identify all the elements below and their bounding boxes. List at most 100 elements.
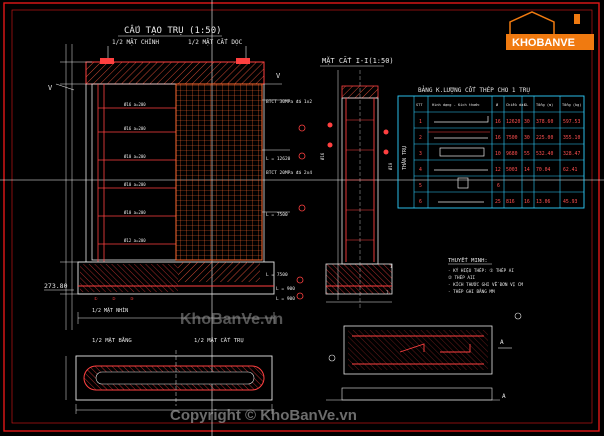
callout-length-1: L = 7500 xyxy=(266,212,288,218)
svg-text:45.93: 45.93 xyxy=(563,199,578,205)
svg-text:3: 3 xyxy=(419,151,422,157)
svg-text:62.41: 62.41 xyxy=(563,167,578,173)
svg-text:I: I xyxy=(386,290,389,295)
svg-text:1: 1 xyxy=(419,119,422,125)
callout-concrete-top: BTCT 30MPa đá 1x2 xyxy=(266,98,312,105)
svg-text:Ø16: Ø16 xyxy=(320,152,325,160)
section-i-i: MẶT CẮT I-I(1:50) Ø16 Ø10 xyxy=(320,56,394,310)
logo-badge xyxy=(506,34,594,50)
svg-text:Ø10 a=200: Ø10 a=200 xyxy=(124,182,146,187)
th-qty: SL xyxy=(524,103,528,107)
watermark-logo: KHOBANVE xyxy=(506,11,594,50)
svg-text:③: ③ xyxy=(130,296,134,301)
svg-text:25: 25 xyxy=(495,199,501,205)
section-mark-a-right: A xyxy=(500,339,504,346)
table-title: BẢNG K.LƯỢNG CỐT THÉP CHO 1 TRỤ xyxy=(418,86,530,94)
svg-text:14: 14 xyxy=(524,167,530,173)
table-row: 3 10 9680 55 532.40 328.47 xyxy=(419,151,580,157)
svg-text:Ø12 a=200: Ø12 a=200 xyxy=(124,238,146,243)
table-rows: 1 16 12620 30 378.60 597.53 2 16 7500 30… xyxy=(419,119,580,205)
elevation-label: 273.80 xyxy=(44,282,68,290)
svg-text:816: 816 xyxy=(506,199,515,205)
plan-views: 1/2 MẶT BẰNG 1/2 MẶT CẮT TRỤ 1/2 MẶT NHÌ… xyxy=(65,307,273,414)
svg-text:532.40: 532.40 xyxy=(536,151,553,157)
svg-text:Ø16 a=200: Ø16 a=200 xyxy=(124,102,146,107)
svg-text:Ø16 a=200: Ø16 a=200 xyxy=(124,126,146,131)
svg-text:16: 16 xyxy=(495,135,501,141)
svg-text:I: I xyxy=(390,264,393,269)
callout-length-5: L = 900 xyxy=(276,296,295,302)
watermark-bottom: Copyright © KhoBanVe.vn xyxy=(170,407,357,424)
svg-text:13.06: 13.06 xyxy=(536,199,551,205)
th-shape: Hình dạng - Kích thước xyxy=(432,103,480,107)
svg-text:16: 16 xyxy=(495,119,501,125)
section-mark-a-bottom: A xyxy=(502,393,506,400)
pier-body-left xyxy=(91,83,177,261)
pier-elevation: CẤU TẠO TRỤ (1:50) 1/2 MẶT CHÍNH 1/2 MẶT… xyxy=(44,24,312,330)
table-row: 4 12 5003 14 70.04 62.41 xyxy=(419,167,578,173)
svg-text:Ø10 a=200: Ø10 a=200 xyxy=(124,154,146,159)
logo-text: KHOBANVE xyxy=(512,37,575,49)
section-title: MẶT CẮT I-I(1:50) xyxy=(322,56,394,65)
table-row: 2 16 7500 30 225.00 355.10 xyxy=(419,135,580,141)
svg-text:225.00: 225.00 xyxy=(536,135,553,141)
callout-concrete-mid: BTCT 20MPa đá 2x4 xyxy=(266,169,312,176)
bottom-left-label: 1/2 MẶT NHÌN xyxy=(92,307,128,314)
svg-text:16: 16 xyxy=(524,199,530,205)
svg-text:5: 5 xyxy=(419,183,422,189)
th-dia: Ø xyxy=(496,102,499,107)
svg-text:55: 55 xyxy=(524,151,530,157)
notes-line: ② THÉP AII xyxy=(448,273,476,281)
svg-text:Ø10 a=200: Ø10 a=200 xyxy=(124,210,146,215)
section-mark-v-left: V xyxy=(48,84,53,92)
svg-text:6: 6 xyxy=(497,183,500,189)
svg-text:10: 10 xyxy=(495,151,501,157)
svg-text:355.10: 355.10 xyxy=(563,135,580,141)
table-row: 5 6 xyxy=(419,183,500,189)
th-length: Chiều dài xyxy=(506,103,525,107)
svg-text:12: 12 xyxy=(495,167,501,173)
svg-text:7500: 7500 xyxy=(506,135,518,141)
notes-title: THUYẾT MINH: xyxy=(448,256,488,264)
callout-length-4: L = 900 xyxy=(276,286,295,292)
th-stt: STT xyxy=(416,103,423,107)
watermark-mid: KhoBanVe.vn xyxy=(180,311,283,328)
svg-text:②: ② xyxy=(112,296,116,301)
plan-label-right: 1/2 MẶT CẮT TRỤ xyxy=(194,337,244,344)
notes-line: - KÍCH THƯỚC GHI VỀ ĐƠN VỊ CM xyxy=(448,280,523,288)
plan-label-left: 1/2 MẶT BẰNG xyxy=(92,336,132,344)
label-mat-chinh: 1/2 MẶT CHÍNH xyxy=(112,38,159,46)
svg-text:378.60: 378.60 xyxy=(536,119,553,125)
svg-text:Ø10: Ø10 xyxy=(388,162,393,170)
notes-line: - THÉP GHI BẰNG MM xyxy=(448,287,495,295)
table-row: 6 25 816 16 13.06 45.93 xyxy=(419,199,578,205)
plan-outline xyxy=(75,355,273,401)
svg-text:①: ① xyxy=(94,296,98,301)
notes-line: - KÝ HIỆU THÉP: ① THÉP AI xyxy=(448,266,514,274)
svg-text:4: 4 xyxy=(419,167,422,173)
svg-text:30: 30 xyxy=(524,135,530,141)
pier-footing xyxy=(77,261,275,295)
table-side-label: THÂN TRỤ xyxy=(401,146,408,170)
label-mat-cat-doc: 1/2 MẶT CẮT DỌC xyxy=(188,39,243,46)
callout-length-2: L = 12620 xyxy=(266,156,291,162)
section-footing xyxy=(325,263,393,295)
table-row: 1 16 12620 30 378.60 597.53 xyxy=(419,119,580,125)
svg-text:70.04: 70.04 xyxy=(536,167,551,173)
main-title: CẤU TẠO TRỤ (1:50) xyxy=(124,24,222,36)
svg-text:6: 6 xyxy=(419,199,422,205)
svg-text:328.47: 328.47 xyxy=(563,151,580,157)
pier-cap xyxy=(85,61,265,85)
svg-text:2: 2 xyxy=(419,135,422,141)
rebar-table: BẢNG K.LƯỢNG CỐT THÉP CHO 1 TRỤ THÂN TRỤ… xyxy=(397,86,585,209)
drawing-frame xyxy=(3,2,600,432)
svg-text:30: 30 xyxy=(524,119,530,125)
callout-length-3: L = 7500 xyxy=(266,272,288,278)
th-total-m: Tổng (m) xyxy=(536,103,553,107)
svg-text:5003: 5003 xyxy=(506,167,518,173)
th-total-kg: Tổng (kg) xyxy=(562,103,581,107)
rebar-mesh xyxy=(175,83,263,261)
svg-text:12620: 12620 xyxy=(506,119,521,125)
notes: THUYẾT MINH: - KÝ HIỆU THÉP: ① THÉP AI ②… xyxy=(448,256,523,295)
